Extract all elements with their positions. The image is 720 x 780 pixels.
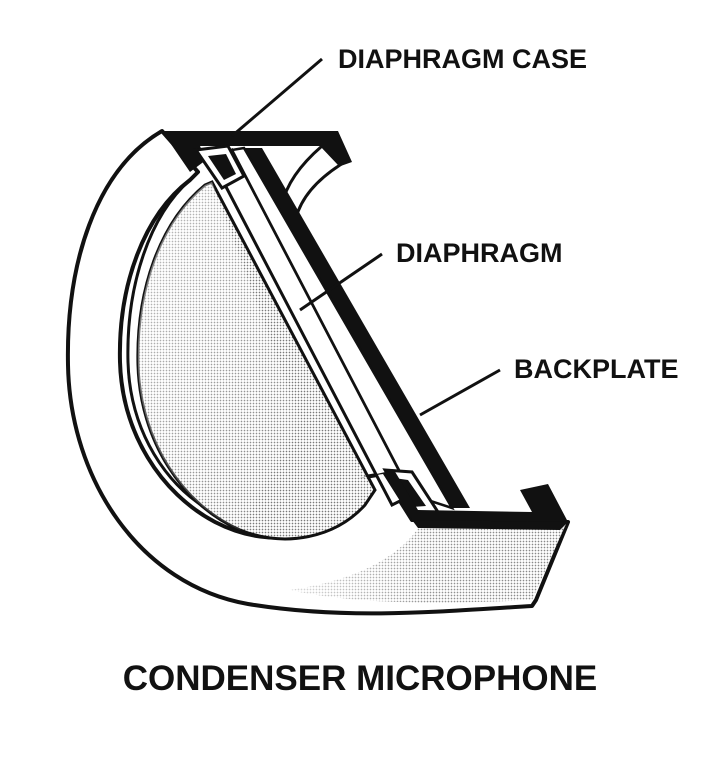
diaphragm-case-leader: [232, 59, 322, 136]
backplate-leader: [420, 370, 500, 415]
diagram-caption: CONDENSER MICROPHONE: [123, 659, 597, 698]
backplate-label: BACKPLATE: [514, 354, 679, 384]
diaphragm-case-label: DIAPHRAGM CASE: [338, 44, 587, 74]
diaphragm-label: DIAPHRAGM: [396, 238, 563, 268]
